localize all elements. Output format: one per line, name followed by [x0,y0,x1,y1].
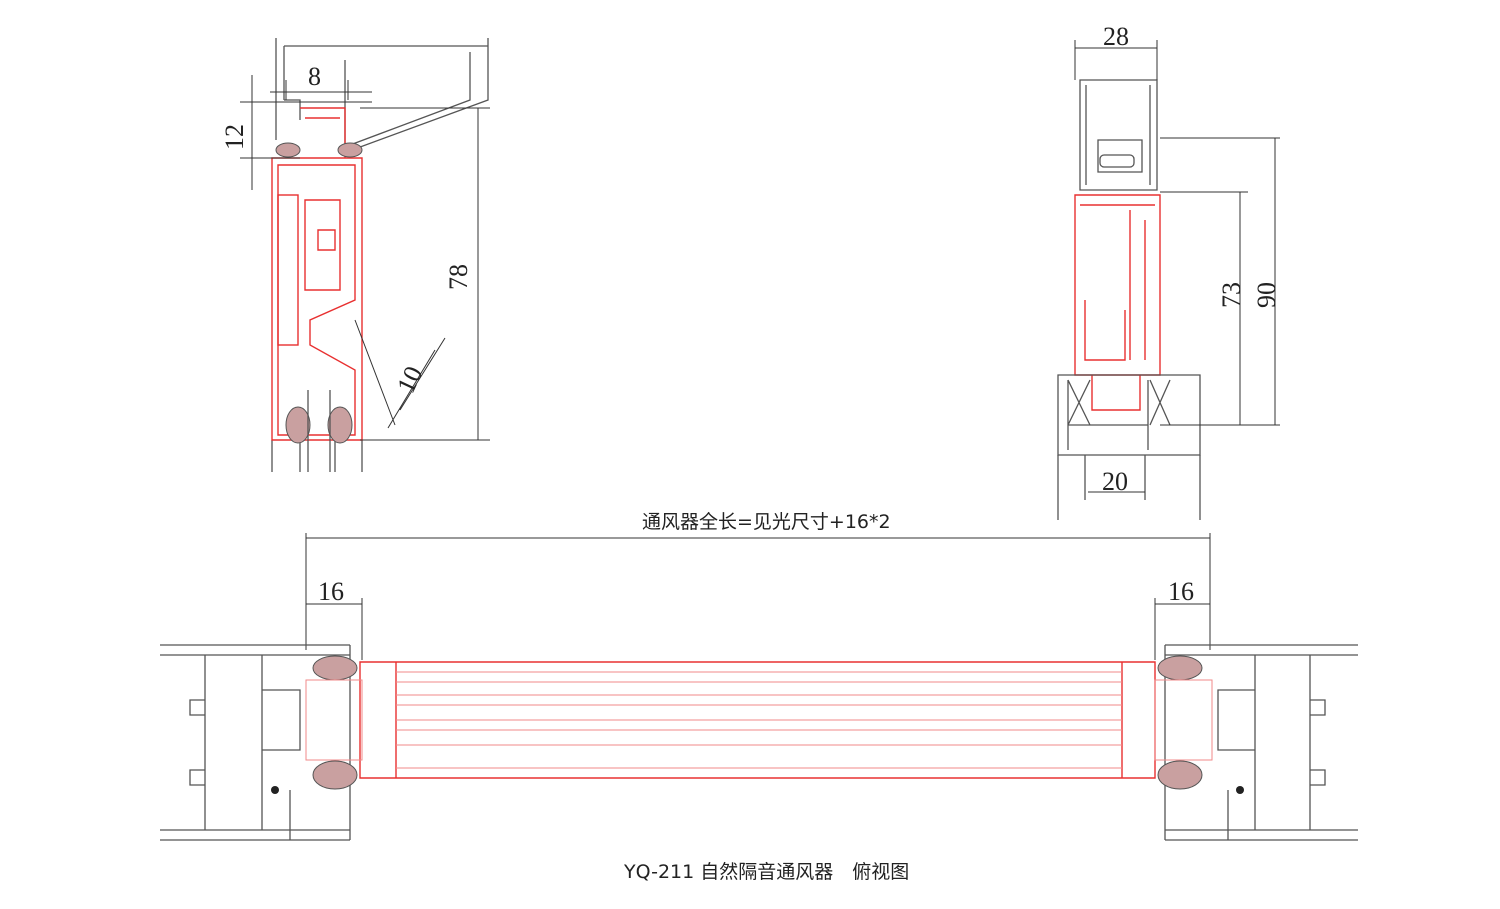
dim-8: 8 [308,62,321,91]
dim-16-left: 16 [318,577,344,606]
top-view: 通风器全长=见光尺寸+16*2 16 16 YQ-211 自然隔音通风器 俯视图 [160,511,1358,883]
overall-length-label: 通风器全长=见光尺寸+16*2 [642,511,891,533]
dim-16-right: 16 [1168,577,1194,606]
dim-12: 12 [220,124,249,150]
drawing-caption: YQ-211 自然隔音通风器 俯视图 [623,861,909,883]
dim-10: 10 [391,362,428,398]
dim-28: 28 [1103,22,1129,51]
dim-90: 90 [1252,282,1281,308]
dim-20: 20 [1102,467,1128,496]
side-section: 8 12 78 10 [220,38,490,472]
dim-78: 78 [444,264,473,290]
dim-73: 73 [1217,282,1246,308]
end-section: 28 73 90 20 [1057,22,1281,520]
